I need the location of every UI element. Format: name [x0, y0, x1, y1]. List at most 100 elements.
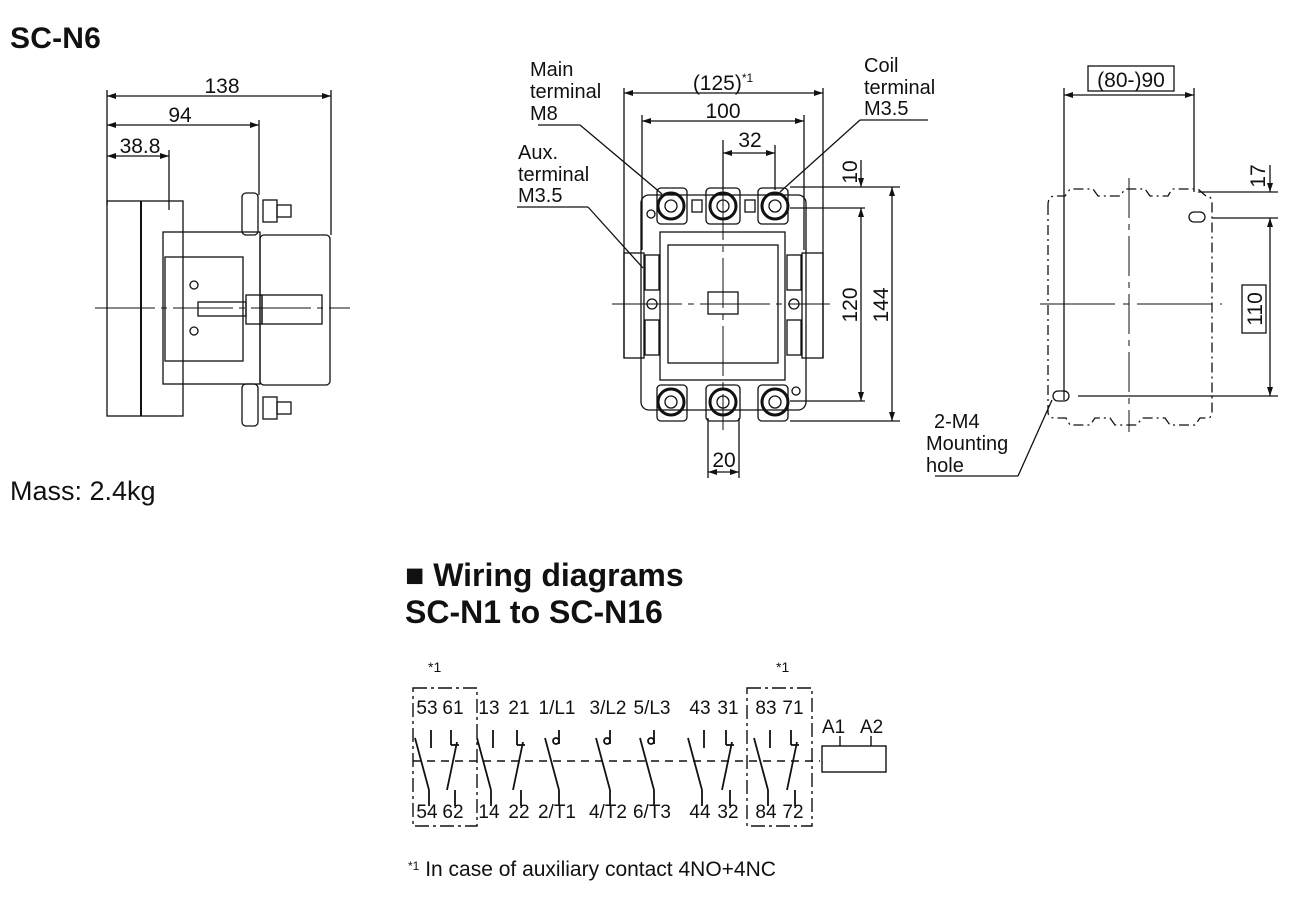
dim-125-note: *1 — [742, 71, 754, 85]
mounting-hole-label-3: hole — [926, 455, 964, 477]
leader-coil-terminal — [779, 119, 861, 193]
aux-terminal-label-1: Aux. — [518, 142, 558, 164]
aux-block-left-lower — [644, 319, 660, 356]
screw — [791, 386, 801, 396]
dim-138: 138 — [204, 75, 239, 98]
dim-125-value: (125) — [693, 72, 742, 95]
dim-94: 94 — [168, 104, 192, 127]
aux-box-right — [746, 687, 813, 827]
terminal-top-label: 53 — [416, 698, 437, 719]
coil-symbol — [821, 745, 887, 773]
terminal-bottom-label: 62 — [442, 802, 463, 823]
aux-box-left — [412, 687, 478, 827]
arrow — [624, 90, 633, 96]
arrow — [250, 122, 259, 128]
contact-aux-no — [476, 730, 494, 806]
bolt-stub — [276, 401, 292, 415]
contact-aux-nc — [721, 730, 734, 806]
dim-144: 144 — [870, 287, 893, 322]
terminal-top-label: 21 — [508, 698, 529, 719]
contact-main — [639, 730, 655, 806]
arrow — [107, 122, 116, 128]
contact-aux-no — [687, 730, 705, 806]
terminal-bolt — [760, 191, 790, 221]
contact-aux-nc — [446, 730, 459, 806]
arrow — [766, 150, 775, 156]
coil-screw — [744, 199, 756, 213]
contactor-outline — [1047, 188, 1213, 426]
dim-38-8: 38.8 — [120, 135, 161, 158]
dim-120: 120 — [839, 287, 862, 322]
arrow — [730, 469, 739, 475]
bolt-stub — [276, 204, 292, 218]
arrow — [858, 178, 864, 187]
wiring-heading-line2: SC-N1 to SC-N16 — [405, 594, 663, 630]
terminal-top — [241, 192, 259, 236]
mounting-hole-top — [1188, 211, 1206, 223]
note-mark-right: *1 — [776, 659, 789, 675]
arrow — [1267, 218, 1273, 227]
contact-aux-no — [753, 730, 771, 806]
contact-main — [595, 730, 611, 806]
dim-110: 110 — [1244, 292, 1267, 325]
terminal-top-label: 1/L1 — [539, 698, 576, 719]
terminal-bolt — [656, 191, 686, 221]
terminal-bolt — [656, 387, 686, 417]
dim-100: 100 — [705, 100, 740, 123]
terminal-bottom-label: 2/T1 — [538, 802, 576, 823]
leader-mounting-hole — [1017, 399, 1053, 477]
dim-32: 32 — [738, 129, 761, 152]
wiring-heading-line1: ■ Wiring diagrams — [405, 557, 684, 593]
arrow — [107, 93, 116, 99]
terminal-top-label: 13 — [478, 698, 499, 719]
screw — [189, 326, 199, 336]
terminal-top-label: 71 — [782, 698, 803, 719]
contact-blade — [595, 737, 611, 791]
dim-20: 20 — [712, 449, 735, 472]
arrow — [708, 469, 717, 475]
mounting-hole-label-1: 2-M4 — [934, 411, 980, 433]
model-title: SC-N6 — [10, 22, 102, 55]
terminal-top-label: 61 — [442, 698, 463, 719]
contact-blade — [721, 741, 733, 791]
terminal-bottom-label: 6/T3 — [633, 802, 671, 823]
mounting-hole-bottom — [1052, 390, 1070, 402]
dim-110-box — [1241, 284, 1267, 334]
contact-aux-nc — [786, 730, 799, 806]
terminal-bottom-label: 14 — [478, 802, 500, 823]
dim-90: (80-)90 — [1097, 69, 1165, 92]
aux-outline-left — [623, 252, 645, 359]
arrow — [1267, 387, 1273, 396]
terminal-top-label: 31 — [717, 698, 738, 719]
contact-blade — [512, 741, 524, 791]
contact-aux-no — [414, 730, 432, 806]
contact-blade — [446, 741, 458, 791]
arrow — [814, 90, 823, 96]
terminal-bottom-label: 54 — [416, 802, 438, 823]
terminal-bolt — [664, 199, 678, 213]
arrow — [160, 153, 169, 159]
screw — [189, 280, 199, 290]
contact-blade — [687, 737, 703, 791]
aux-terminal-label-2: terminal — [518, 164, 589, 186]
terminal-bolt — [664, 395, 678, 409]
coil-screw — [691, 199, 703, 213]
contact-main — [544, 730, 560, 806]
contact-blade — [414, 737, 430, 791]
main-terminal-label-1: Main — [530, 59, 573, 81]
main-terminal-label-2: terminal — [530, 81, 601, 103]
arrow — [642, 118, 651, 124]
leader-main-terminal — [579, 124, 663, 195]
wiring-heading: ■ Wiring diagrams SC-N1 to SC-N16 — [405, 557, 684, 631]
aux-outline-right — [801, 252, 824, 359]
leader-aux-terminal — [587, 206, 644, 269]
contact-blade — [753, 737, 769, 791]
coil-terminal-label-3: M3.5 — [864, 98, 908, 120]
terminal-top-label: 43 — [689, 698, 710, 719]
dim-17: 17 — [1247, 164, 1270, 187]
arrow — [723, 150, 732, 156]
arrow — [1267, 183, 1273, 192]
terminal-top-label: 3/L2 — [590, 698, 627, 719]
